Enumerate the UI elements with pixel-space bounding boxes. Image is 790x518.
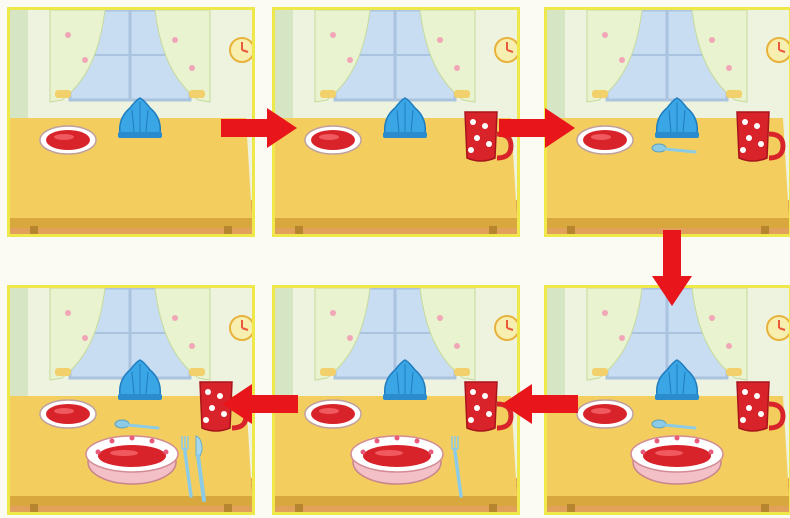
kitchen-scene — [10, 10, 252, 234]
fork-icon — [451, 436, 463, 498]
step-panel-5 — [272, 285, 520, 515]
arrow-down — [652, 230, 692, 306]
napkin-holder-icon — [118, 359, 162, 400]
small-plate-icon — [576, 399, 634, 429]
small-plate-icon — [576, 125, 634, 155]
spoon-icon — [114, 419, 160, 430]
spoon-icon — [651, 143, 697, 154]
kitchen-scene — [10, 288, 252, 512]
step-panel-4 — [544, 285, 790, 515]
arrow-left-2 — [222, 384, 298, 424]
kitchen-scene — [275, 288, 517, 512]
arrow-right-2 — [499, 108, 575, 148]
kitchen-scene — [547, 288, 789, 512]
napkin-holder-icon — [655, 359, 699, 400]
step-panel-6 — [7, 285, 255, 515]
kitchen-scene — [275, 10, 517, 234]
small-plate-icon — [39, 399, 97, 429]
small-plate-icon — [304, 399, 362, 429]
napkin-holder-icon — [655, 97, 699, 138]
mug-icon — [736, 381, 786, 432]
fork-icon — [181, 436, 193, 498]
soup-bowl-icon — [350, 435, 444, 485]
mug-icon — [736, 111, 786, 162]
step-panel-3 — [544, 7, 790, 237]
napkin-holder-icon — [383, 97, 427, 138]
small-plate-icon — [39, 125, 97, 155]
step-panel-1 — [7, 7, 255, 237]
arrow-left-1 — [502, 384, 578, 424]
knife-icon — [195, 435, 206, 502]
arrow-right-1 — [221, 108, 297, 148]
napkin-holder-icon — [383, 359, 427, 400]
spoon-icon — [651, 419, 697, 430]
soup-bowl-icon — [630, 435, 724, 485]
soup-bowl-icon — [85, 435, 179, 485]
step-panel-2 — [272, 7, 520, 237]
small-plate-icon — [304, 125, 362, 155]
kitchen-scene — [547, 10, 789, 234]
napkin-holder-icon — [118, 97, 162, 138]
